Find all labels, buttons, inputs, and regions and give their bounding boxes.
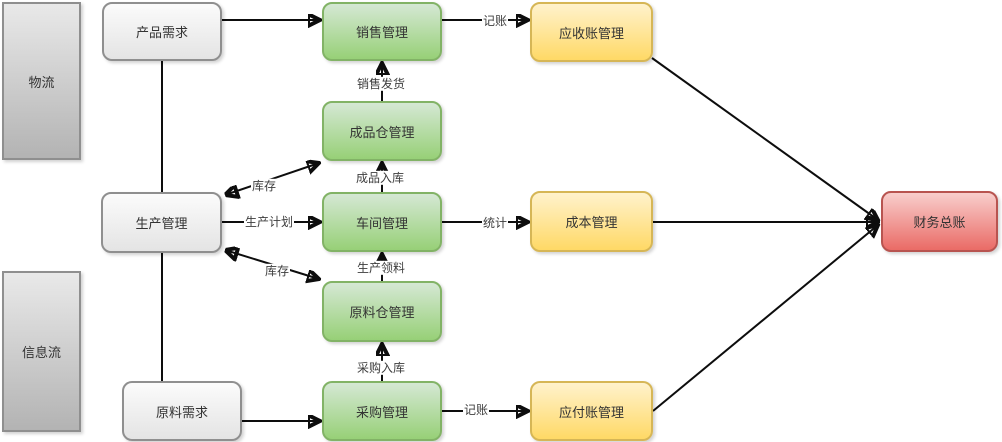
node-accounts-receivable: 应收账管理 (530, 2, 653, 62)
edge-label-production-picking: 生产领料 (355, 260, 407, 276)
node-general-ledger-label: 财务总账 (913, 216, 966, 231)
lane-information-flow: 信息流 (2, 271, 81, 432)
node-sales-management: 销售管理 (322, 2, 442, 61)
node-finished-goods-warehouse: 成品仓管理 (322, 101, 442, 161)
edge-label-production-plan: 生产计划 (243, 214, 295, 230)
node-production-management-label: 生产管理 (135, 217, 188, 232)
node-product-demand-label: 产品需求 (135, 26, 188, 41)
node-material-demand: 原料需求 (122, 381, 242, 441)
edge-label-finished-goods-inbound: 成品入库 (354, 170, 406, 186)
node-workshop-management-label: 车间管理 (355, 216, 408, 232)
edge-label-inventory-lower: 库存 (263, 263, 291, 279)
node-sales-management-label: 销售管理 (355, 26, 408, 41)
lane-logistics: 物流 (2, 2, 81, 160)
edge-label-bookkeeping-top: 记账 (481, 13, 509, 29)
node-finished-goods-warehouse-label: 成品仓管理 (349, 125, 415, 141)
edge-label-sales-shipping: 销售发货 (355, 76, 407, 92)
edge-payable-to-ledger (652, 225, 878, 412)
node-accounts-payable: 应付账管理 (530, 381, 653, 441)
node-material-demand-label: 原料需求 (155, 405, 208, 421)
node-raw-material-warehouse: 原料仓管理 (322, 281, 442, 342)
node-purchasing-management-label: 采购管理 (355, 405, 408, 421)
edge-label-statistics: 统计 (481, 215, 509, 231)
node-raw-material-warehouse-label: 原料仓管理 (349, 306, 415, 321)
lane-information-flow-label: 信息流 (21, 346, 61, 361)
edge-receivable-to-ledger (651, 57, 878, 220)
node-production-management: 生产管理 (101, 192, 222, 253)
node-accounts-payable-label: 应付账管理 (558, 405, 624, 421)
node-cost-management-label: 成本管理 (565, 216, 618, 231)
node-purchasing-management: 采购管理 (322, 381, 442, 441)
node-general-ledger: 财务总账 (881, 191, 998, 252)
lane-logistics-label: 物流 (28, 75, 55, 91)
node-cost-management: 成本管理 (530, 191, 653, 252)
node-product-demand: 产品需求 (102, 2, 222, 61)
node-workshop-management: 车间管理 (322, 192, 442, 252)
edge-label-bookkeeping-bottom: 记账 (462, 402, 490, 418)
edge-label-purchase-inbound: 采购入库 (355, 360, 407, 376)
edge-label-inventory-upper: 库存 (250, 178, 278, 194)
node-accounts-receivable-label: 应收账管理 (558, 26, 624, 42)
